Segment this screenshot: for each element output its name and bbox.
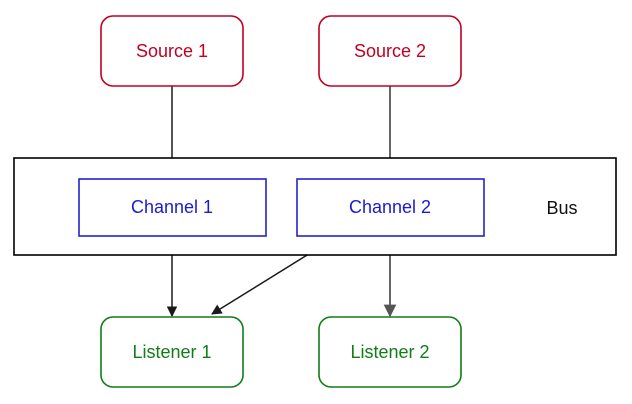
source-node-2[interactable]: Source 2 [318,15,462,87]
source-node-1[interactable]: Source 1 [100,15,244,87]
listener-node-2[interactable]: Listener 2 [318,316,462,388]
channel-node-2[interactable]: Channel 2 [296,178,485,237]
source-1-label: Source 1 [136,41,208,61]
source-2-box[interactable] [318,15,462,87]
source-2-label: Source 2 [354,41,426,61]
listener-2-box[interactable] [318,316,462,388]
listener-2-label: Listener 2 [350,342,429,362]
channel-1-label: Channel 1 [131,197,213,217]
channel-node-1[interactable]: Channel 1 [78,178,267,237]
source-1-box[interactable] [100,15,244,87]
bus-label: Bus [546,198,577,218]
channel-2-label: Channel 2 [349,197,431,217]
channel-1-box[interactable] [78,178,267,237]
listener-node-1[interactable]: Listener 1 [100,316,244,388]
listener-1-label: Listener 1 [132,342,211,362]
channel-2-box[interactable] [296,178,485,237]
listener-1-box[interactable] [100,316,244,388]
